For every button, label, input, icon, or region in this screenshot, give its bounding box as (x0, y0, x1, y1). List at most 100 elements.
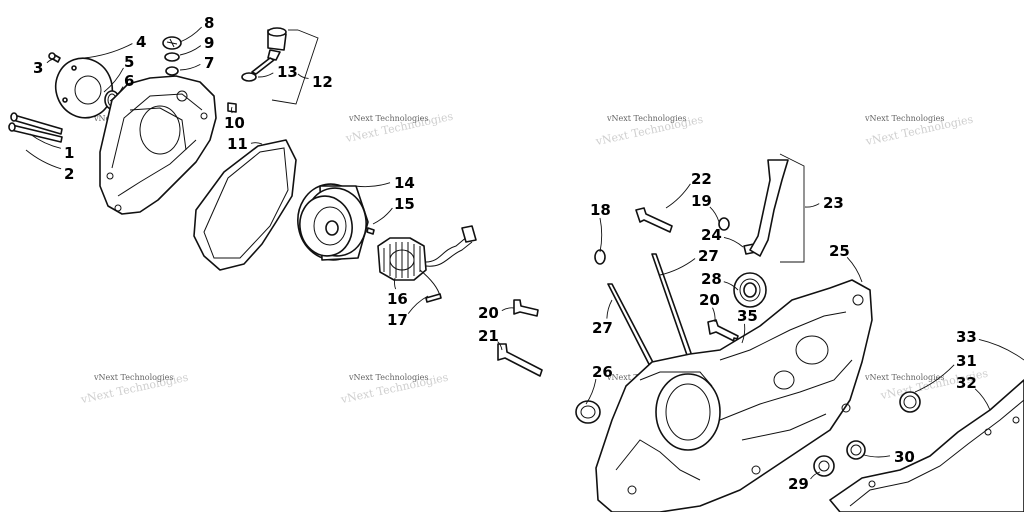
callout-c14: 14 (354, 174, 415, 192)
leader-line (497, 341, 503, 351)
watermark-text: vNext Technologies (606, 114, 686, 123)
callout-c32: 32 (956, 374, 991, 411)
callout-number: 29 (788, 475, 809, 493)
callout-c26: 26 (585, 363, 613, 405)
leader-line (103, 67, 124, 93)
callout-c4: 4 (83, 33, 146, 59)
callout-c20a: 20 (478, 304, 515, 322)
callout-number: 33 (956, 328, 977, 346)
callout-c13: 13 (257, 63, 298, 81)
cover-bolts (8, 112, 63, 143)
bolts (497, 299, 543, 377)
leader-line (810, 471, 821, 480)
watermark-text: vNext Technologies (864, 114, 944, 123)
callout-c33: 33 (956, 328, 1024, 361)
leader-line (354, 182, 391, 188)
callout-number: 28 (701, 270, 722, 288)
leader-line (659, 258, 696, 276)
callout-number: 20 (478, 304, 499, 322)
callout-c1: 1 (29, 133, 74, 162)
callout-c18: 18 (590, 201, 611, 253)
magneto-cover (99, 75, 217, 215)
leader-line (257, 72, 274, 78)
callout-c19: 19 (691, 192, 720, 223)
watermark-text: vNext Technologies (93, 373, 173, 382)
callout-c16: 16 (387, 277, 408, 308)
watermark-text: vNext Technologies (348, 373, 428, 382)
leader-line (179, 63, 201, 71)
callout-c6: 6 (109, 72, 134, 102)
callout-number: 19 (691, 192, 712, 210)
callout-c11: 11 (227, 135, 263, 153)
breather-tube (718, 153, 805, 263)
cover-plate (54, 57, 114, 119)
leader-line (46, 58, 55, 64)
leader-line (846, 256, 863, 283)
callout-c10: 10 (224, 106, 245, 132)
callout-number: 15 (394, 195, 415, 213)
callout-c22: 22 (665, 170, 712, 209)
callout-number: 17 (387, 311, 408, 329)
callout-number: 32 (956, 374, 977, 392)
crankcase-gasket (829, 379, 1024, 512)
callout-number: 2 (64, 165, 74, 183)
leader-line (863, 454, 891, 458)
callout-c23: 23 (804, 194, 844, 212)
callout-number: 9 (204, 34, 214, 52)
callout-c7: 7 (179, 54, 214, 72)
callout-c12: 12 (297, 73, 333, 91)
leader-line (741, 323, 746, 344)
bearing (733, 272, 767, 308)
leader-line (606, 299, 613, 319)
leader-line (712, 307, 716, 323)
crankcase-half (595, 279, 873, 512)
o-ring (594, 249, 606, 265)
callout-c29: 29 (788, 471, 821, 493)
leader-line (25, 149, 62, 170)
callout-c8: 8 (179, 14, 214, 43)
oil-seals (813, 440, 866, 477)
leader-line (709, 206, 720, 223)
cover-gasket (193, 139, 297, 271)
callout-c27b: 27 (592, 299, 613, 337)
stator (377, 225, 477, 297)
leader-line (297, 73, 309, 79)
callout-c20b: 20 (699, 291, 720, 323)
leader-line (585, 379, 597, 405)
leader-line (372, 207, 393, 225)
oil-plug (162, 36, 182, 76)
leader-line (83, 43, 133, 59)
leader-line (665, 183, 691, 209)
leader-line (179, 26, 202, 43)
leader-line (723, 281, 739, 291)
callout-number: 11 (227, 135, 248, 153)
leader-line (974, 388, 991, 411)
leader-line (978, 339, 1024, 361)
callout-number: 8 (204, 14, 214, 32)
callout-c28: 28 (701, 270, 739, 291)
leader-line (407, 295, 429, 314)
screw (366, 227, 375, 235)
callout-number: 12 (312, 73, 333, 91)
callout-number: 22 (691, 170, 712, 188)
dipstick (241, 27, 319, 105)
callout-c25: 25 (829, 242, 863, 283)
callout-number: 21 (478, 327, 499, 345)
leader-line (599, 217, 603, 253)
leader-line (179, 45, 202, 56)
oil-seal (575, 400, 601, 424)
callout-c24: 24 (701, 226, 744, 248)
callout-c21: 21 (478, 327, 503, 351)
callout-number: 27 (698, 247, 719, 265)
screw (425, 293, 442, 303)
bolt (635, 207, 673, 233)
callout-number: 23 (823, 194, 844, 212)
callout-number: 20 (699, 291, 720, 309)
callout-c35: 35 (737, 307, 758, 344)
callout-c27a: 27 (659, 247, 719, 276)
leader-line (914, 364, 955, 393)
watermark-text: vNext Technologies (864, 373, 944, 382)
